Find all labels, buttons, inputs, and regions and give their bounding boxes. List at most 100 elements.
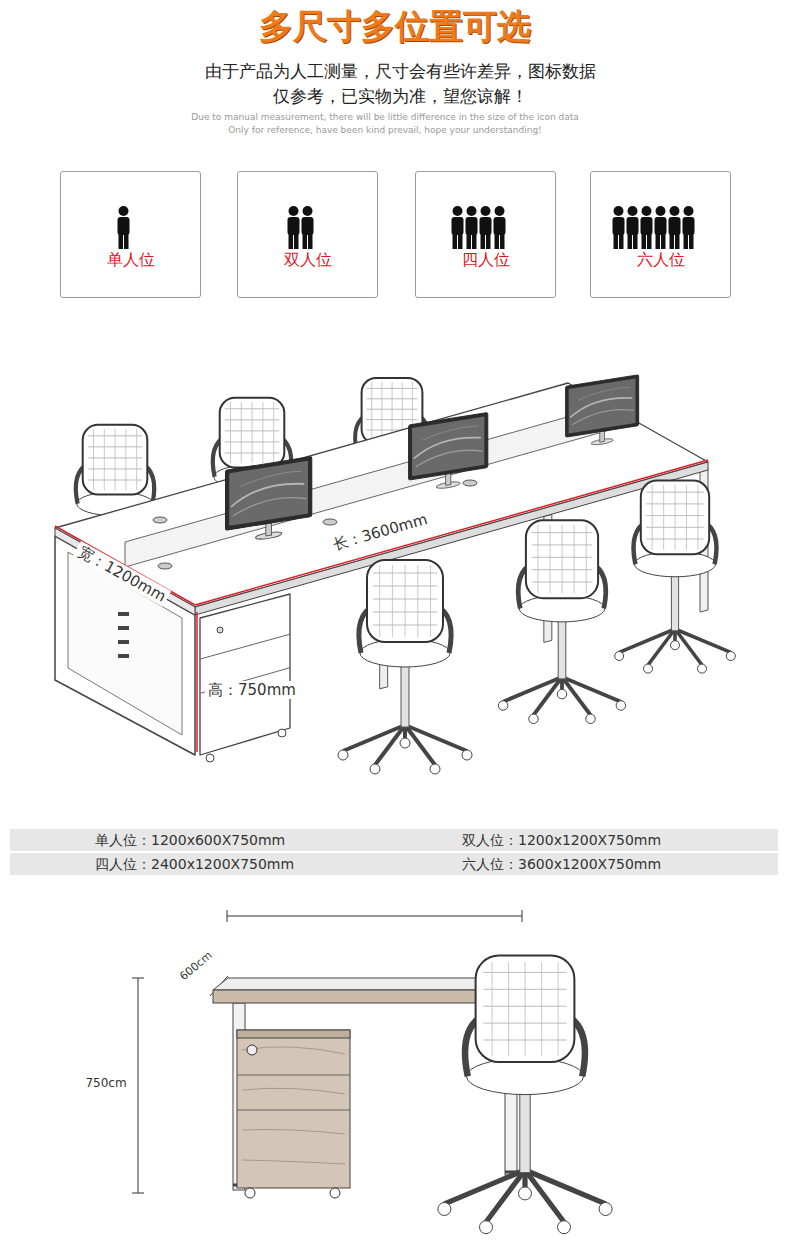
monitor: [566, 375, 639, 450]
person-leg: [689, 234, 694, 249]
seat-count-box: 双人位: [237, 171, 378, 298]
person-leg: [308, 234, 313, 249]
person-head: [481, 206, 491, 216]
wood-grain: [242, 1130, 345, 1135]
side-view-desk: [132, 910, 536, 1198]
person-leg: [486, 234, 491, 249]
chair-wheel: [430, 764, 440, 774]
person-leg: [675, 234, 680, 249]
person-leg: [614, 234, 619, 249]
note-text: 仅参考，已实物为准，望您谅解！: [273, 86, 528, 106]
chair-mesh: [230, 402, 231, 463]
chair-mesh: [115, 429, 116, 490]
chair-wheel: [644, 664, 653, 673]
person-head: [642, 206, 652, 216]
person-body: [655, 217, 667, 235]
chair-back: [641, 481, 709, 555]
person-body: [118, 217, 130, 235]
chair-leg: [562, 677, 621, 702]
cable-hole: [323, 519, 337, 525]
person-leg: [289, 234, 294, 249]
office-chair: [438, 956, 612, 1234]
chair-mesh: [586, 525, 587, 593]
cable-hole: [158, 563, 172, 569]
table-cell: 双人位：1200x1200X750mm: [462, 832, 661, 849]
people-icon: [61, 172, 186, 252]
dimension-line: [227, 916, 522, 917]
pedestal-top: [237, 1030, 350, 1038]
person-leg: [472, 234, 477, 249]
chair-mesh: [574, 525, 575, 593]
person-head: [656, 206, 666, 216]
dimension-label: 750cm: [85, 1076, 126, 1090]
chair-mesh: [417, 565, 418, 637]
chair-mesh: [379, 565, 380, 637]
people-icon: [416, 172, 541, 252]
chair-mesh: [558, 962, 559, 1056]
monitor-frame: [409, 412, 488, 480]
chair-mesh: [541, 962, 542, 1056]
person-body: [494, 217, 506, 235]
monitor: [409, 412, 488, 493]
chair-wheel: [519, 1187, 532, 1200]
dimension-tick: [132, 978, 144, 979]
monitor-screen: [412, 416, 484, 476]
chair-wheel: [400, 738, 410, 748]
seat-count-box: 单人位: [60, 171, 201, 298]
chair-wheel: [462, 750, 472, 760]
chair-wheel: [586, 714, 596, 724]
table-band: [10, 853, 778, 875]
note-text: 由于产品为人工测量，尺寸会有些许差异，图标数据: [205, 61, 596, 81]
chair-seat: [519, 595, 605, 622]
pedestal-wheel: [206, 754, 214, 762]
person-leg: [467, 234, 472, 249]
chair-wheel: [529, 714, 539, 724]
table-band: [10, 829, 778, 851]
dimension-label: 宽：1200mm: [72, 541, 171, 607]
person-leg: [303, 234, 308, 249]
person-head: [614, 206, 624, 216]
vent-slot: [118, 626, 129, 630]
chair-back: [476, 956, 575, 1063]
chair-leg: [405, 725, 467, 751]
office-chair: [615, 481, 736, 674]
person-leg: [294, 234, 299, 249]
person-head: [495, 206, 505, 216]
table-cell: 四人位：2400x1200X750mm: [95, 856, 294, 873]
person-leg: [124, 234, 129, 249]
chair-mesh: [104, 429, 105, 490]
person-leg: [633, 234, 638, 249]
chair-wheel: [599, 1203, 612, 1216]
dimension-label: 600cm: [177, 949, 214, 983]
office-chair: [338, 560, 472, 774]
seat-count-box: 六人位: [590, 171, 731, 298]
chair-mesh: [262, 402, 263, 463]
chair-wheel: [480, 1221, 493, 1234]
chair-mesh: [381, 382, 382, 440]
person-leg: [684, 234, 689, 249]
person-leg: [500, 234, 505, 249]
pedestal-wheel: [278, 729, 286, 737]
chair-wheel: [726, 652, 735, 661]
chair-mesh: [430, 565, 431, 637]
screen-streak: [422, 425, 478, 440]
monitor-frame: [225, 456, 311, 530]
chair-mesh: [675, 485, 676, 550]
monitor-frame: [566, 375, 639, 437]
chair-mesh: [562, 525, 563, 593]
person-leg: [453, 234, 458, 249]
chair-mesh: [492, 962, 493, 1056]
mobile-pedestal: [200, 594, 290, 755]
chair-back: [220, 398, 285, 468]
screen-streak: [572, 407, 634, 425]
person-body: [641, 217, 653, 235]
drawer-line: [237, 1110, 350, 1111]
pedestal-wheel: [245, 1188, 255, 1198]
person-leg: [119, 234, 124, 249]
chair-seat: [360, 639, 450, 667]
dimension-tick: [132, 1193, 144, 1194]
person-body: [480, 217, 492, 235]
person-body: [288, 217, 300, 235]
mobile-pedestal: [237, 1030, 350, 1188]
person-head: [119, 206, 129, 216]
